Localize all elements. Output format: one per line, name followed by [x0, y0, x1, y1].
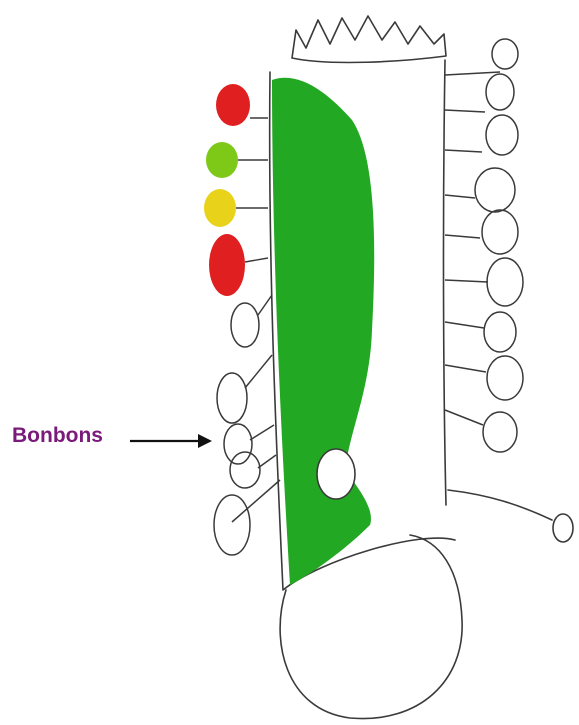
right-outlined-candies: [445, 39, 523, 452]
inner-bubble: [317, 449, 355, 499]
right-candy: [487, 356, 523, 400]
right-candy: [475, 168, 515, 212]
left-candy: [217, 373, 247, 423]
tail-line: [448, 490, 552, 520]
wavy-top-edge: [292, 16, 446, 62]
right-candy: [486, 115, 518, 155]
candy-red-2: [209, 234, 245, 296]
right-candy: [482, 210, 518, 254]
callout-arrow: [130, 434, 212, 448]
right-candy: [484, 312, 516, 352]
left-candy: [214, 495, 250, 555]
right-candy: [486, 74, 514, 110]
left-candy: [230, 452, 260, 488]
green-fill: [272, 78, 374, 585]
candy-yellow: [204, 189, 236, 227]
callout-label-bonbons: Bonbons: [12, 424, 103, 448]
candy-green: [206, 142, 238, 178]
left-outlined-candies: [214, 295, 280, 555]
left-candy: [231, 303, 259, 347]
right-candy: [487, 258, 523, 306]
tail-end: [553, 514, 573, 542]
right-candy: [483, 412, 517, 452]
left-candy: [224, 424, 252, 464]
right-candy: [492, 39, 518, 69]
candy-red-1: [216, 84, 250, 126]
